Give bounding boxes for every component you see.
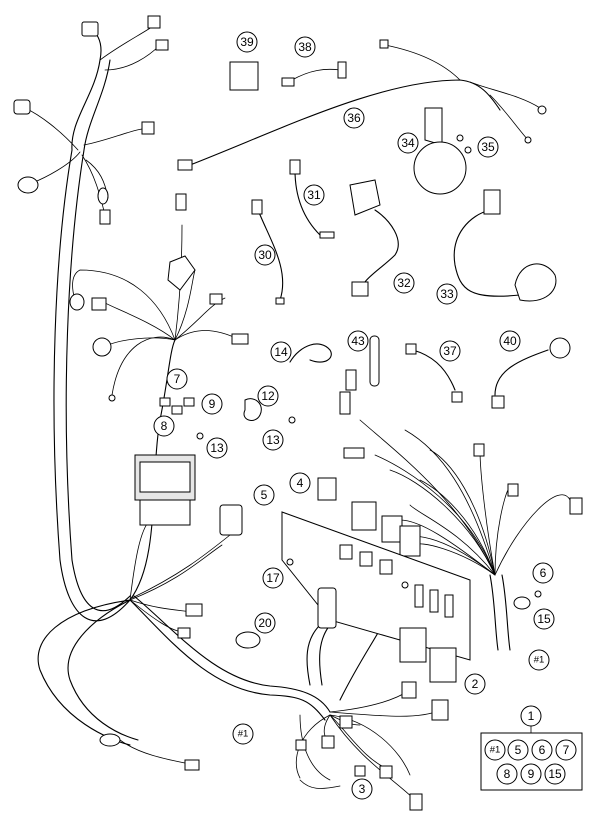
callout-3: 3 <box>351 778 373 800</box>
callout-31: 31 <box>303 184 325 206</box>
svg-text:9: 9 <box>209 397 216 411</box>
svg-text:30: 30 <box>258 248 272 262</box>
svg-text:15: 15 <box>548 767 562 781</box>
svg-text:17: 17 <box>266 571 280 585</box>
callout-34: 34 <box>397 132 419 154</box>
svg-text:33: 33 <box>440 287 454 301</box>
callout-14: 14 <box>270 341 292 363</box>
svg-text:#1: #1 <box>534 655 545 666</box>
callout-30: 30 <box>254 244 276 266</box>
callout-38: 38 <box>294 36 316 58</box>
callout-7: 7 <box>166 368 188 390</box>
callout-33: 33 <box>436 283 458 305</box>
svg-text:13: 13 <box>266 433 280 447</box>
kit-item-7: 15 <box>544 763 566 785</box>
svg-text:6: 6 <box>540 566 547 580</box>
callout-6: 6 <box>532 562 554 584</box>
kit-item-1: #1 <box>484 739 506 761</box>
svg-text:8: 8 <box>504 767 511 781</box>
kit-item-6: 9 <box>520 763 542 785</box>
svg-text:43: 43 <box>351 334 365 348</box>
svg-text:34: 34 <box>401 136 415 150</box>
callout-36: 36 <box>343 107 365 129</box>
callout-harness-bottom: #1 <box>232 723 254 745</box>
svg-text:12: 12 <box>261 389 275 403</box>
callout-39: 39 <box>236 31 258 53</box>
svg-text:1: 1 <box>528 709 535 723</box>
svg-text:5: 5 <box>515 743 522 757</box>
callout-12: 12 <box>257 385 279 407</box>
svg-text:2: 2 <box>472 677 479 691</box>
svg-text:4: 4 <box>297 476 304 490</box>
harness-36 <box>189 44 541 166</box>
svg-text:40: 40 <box>503 334 517 348</box>
svg-text:20: 20 <box>258 616 272 630</box>
callout-40: 40 <box>499 330 521 352</box>
connector-parts <box>13 15 583 811</box>
callout-4: 4 <box>289 472 311 494</box>
svg-text:32: 32 <box>397 276 411 290</box>
kit-contents-box: #1 5 6 7 8 9 15 <box>480 725 583 791</box>
svg-text:5: 5 <box>261 488 268 502</box>
callout-15: 15 <box>533 608 555 630</box>
callout-37: 37 <box>439 340 461 362</box>
svg-text:#1: #1 <box>238 729 249 740</box>
callout-harness-right: #1 <box>528 649 550 671</box>
svg-text:14: 14 <box>274 345 288 359</box>
svg-text:9: 9 <box>528 767 535 781</box>
callout-9: 9 <box>201 393 223 415</box>
kit-item-3: 6 <box>531 739 553 761</box>
callout-17: 17 <box>262 567 284 589</box>
callout-20: 20 <box>254 612 276 634</box>
svg-text:7: 7 <box>563 743 570 757</box>
svg-text:7: 7 <box>174 372 181 386</box>
svg-text:36: 36 <box>347 111 361 125</box>
svg-text:3: 3 <box>359 782 366 796</box>
svg-text:39: 39 <box>240 35 254 49</box>
callout-5: 5 <box>253 484 275 506</box>
callout-2: 2 <box>464 673 486 695</box>
kit-item-2: 5 <box>507 739 529 761</box>
callout-8: 8 <box>153 415 175 437</box>
kit-item-5: 8 <box>496 763 518 785</box>
individual-wires <box>257 68 549 396</box>
svg-text:38: 38 <box>298 40 312 54</box>
callouts: 1 2 3 4 5 6 7 8 <box>153 31 555 800</box>
svg-text:6: 6 <box>539 743 546 757</box>
svg-text:#1: #1 <box>490 745 501 756</box>
main-harness <box>24 24 441 801</box>
svg-text:31: 31 <box>307 188 321 202</box>
svg-text:8: 8 <box>161 419 168 433</box>
svg-text:15: 15 <box>537 612 551 626</box>
callout-43: 43 <box>347 330 369 352</box>
callout-32: 32 <box>393 272 415 294</box>
svg-text:37: 37 <box>443 344 457 358</box>
svg-text:35: 35 <box>481 140 495 154</box>
callout-35: 35 <box>477 136 499 158</box>
svg-text:13: 13 <box>210 441 224 455</box>
callout-13-fuse: 13 <box>206 437 228 459</box>
kit-item-4: 7 <box>555 739 577 761</box>
callout-1: 1 <box>520 705 542 727</box>
callout-13-screw: 13 <box>262 429 284 451</box>
